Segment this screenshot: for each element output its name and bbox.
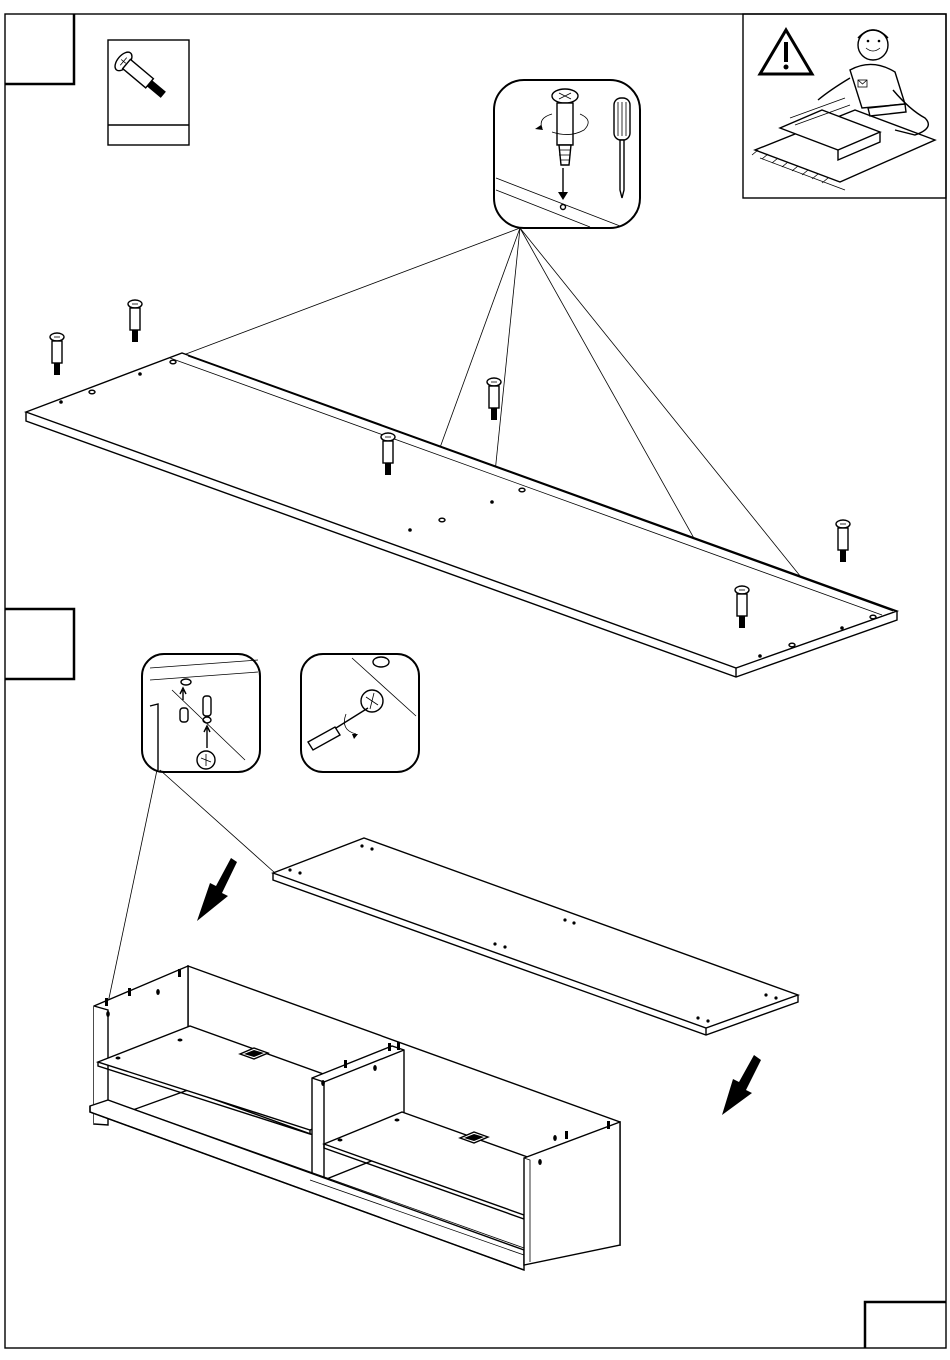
part-callout-box bbox=[108, 40, 189, 145]
cam-dowel bbox=[50, 333, 64, 375]
down-left-arrow-icon bbox=[722, 1055, 761, 1115]
step-2-detail-callout-b bbox=[301, 654, 419, 772]
protect-floor-figure bbox=[752, 30, 935, 190]
step-1-detail-callout bbox=[494, 80, 640, 228]
leader-line-a bbox=[108, 770, 157, 1003]
warning-box bbox=[743, 14, 946, 198]
top-panel-step-1 bbox=[26, 353, 897, 677]
cam-dowel bbox=[487, 378, 501, 420]
leader-line-b bbox=[160, 770, 275, 873]
step-2-box bbox=[5, 609, 74, 679]
screwdriver-icon bbox=[614, 98, 630, 198]
step-1-box bbox=[5, 14, 74, 84]
page-number-box bbox=[865, 1302, 946, 1348]
cam-dowel bbox=[128, 300, 142, 342]
top-panel-step-2 bbox=[273, 838, 798, 1035]
step-2-detail-callout-a bbox=[142, 654, 260, 772]
down-left-arrow-icon bbox=[197, 858, 237, 921]
warning-triangle-icon bbox=[760, 30, 812, 74]
cam-dowel bbox=[836, 520, 850, 562]
cam-dowel-icon bbox=[112, 49, 171, 103]
tv-bench-carcass bbox=[90, 966, 620, 1270]
